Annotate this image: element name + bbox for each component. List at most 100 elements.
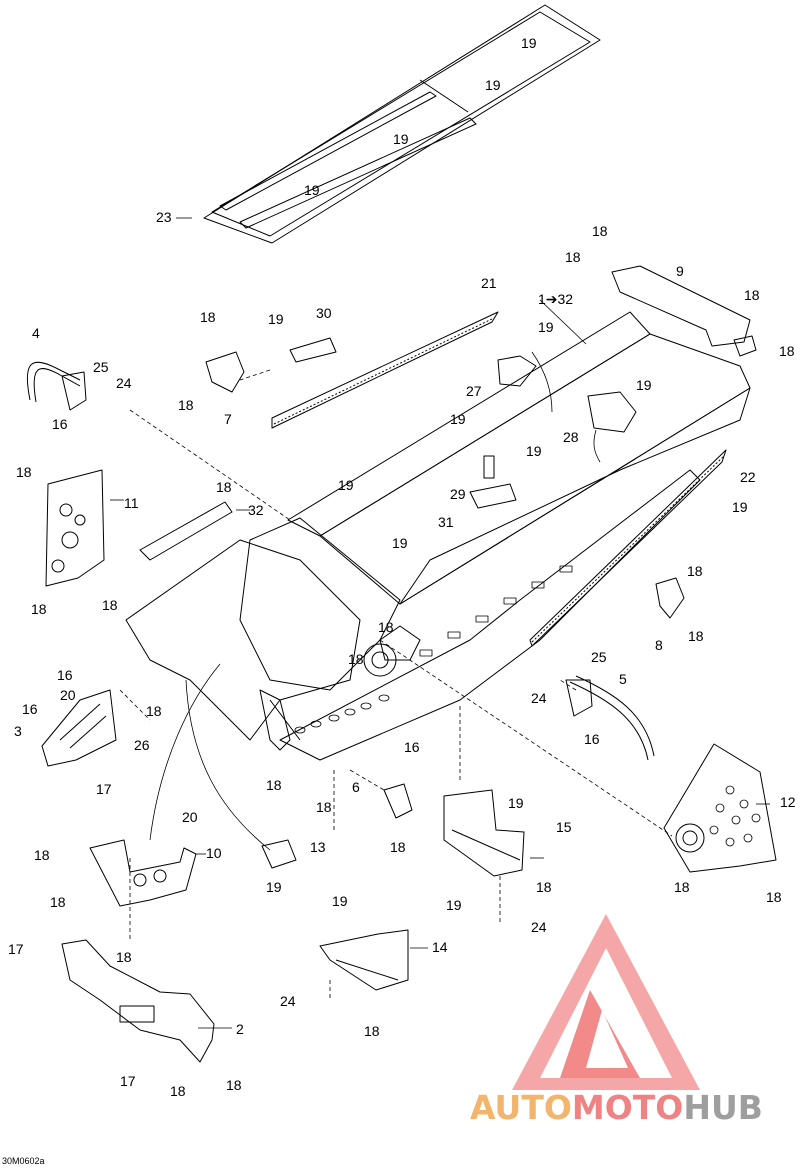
label-1-32: 1➔32 — [538, 291, 574, 307]
label-18: 18 — [266, 777, 282, 793]
part-14-bracket — [319, 929, 409, 991]
part-9-crossbar — [611, 265, 757, 357]
label-18: 18 — [200, 309, 216, 325]
label-19: 19 — [521, 35, 537, 51]
label-25: 25 — [591, 649, 607, 665]
part-15-bracket — [443, 789, 525, 877]
label-19: 19 — [268, 311, 284, 327]
label-18: 18 — [687, 563, 703, 579]
label-18: 18 — [390, 839, 406, 855]
label-19: 19 — [393, 131, 409, 147]
label-18: 18 — [744, 287, 760, 303]
label-18: 18 — [536, 879, 552, 895]
label-19: 19 — [636, 377, 652, 393]
label-29: 29 — [450, 486, 466, 502]
label-19: 19 — [732, 499, 748, 515]
watermark-logo-icon — [512, 914, 700, 1090]
label-15: 15 — [556, 819, 572, 835]
label-18: 18 — [50, 894, 66, 910]
label-18: 18 — [170, 1083, 186, 1099]
label-19: 19 — [392, 535, 408, 551]
label-16: 16 — [22, 701, 38, 717]
label-19: 19 — [338, 477, 354, 493]
label-18: 18 — [378, 619, 394, 635]
label-18: 18 — [16, 464, 32, 480]
label-19: 19 — [332, 893, 348, 909]
part-12-plate — [663, 743, 777, 873]
label-11: 11 — [124, 495, 139, 511]
watermark-text: AUTOMOTOHUB — [470, 1088, 763, 1127]
label-20: 20 — [182, 809, 198, 825]
label-12: 12 — [780, 794, 796, 810]
label-18: 18 — [592, 223, 608, 239]
label-18: 18 — [688, 628, 704, 644]
part-10-bracket — [89, 839, 197, 907]
label-19: 19 — [266, 879, 282, 895]
label-18: 18 — [565, 249, 581, 265]
label-18: 18 — [348, 651, 364, 667]
label-10: 10 — [206, 845, 222, 861]
label-27: 27 — [466, 383, 482, 399]
label-32: 32 — [248, 502, 264, 518]
small-brackets — [205, 337, 637, 509]
part-23-cover-plate — [203, 4, 601, 244]
label-14: 14 — [432, 939, 448, 955]
label-18: 18 — [34, 847, 50, 863]
label-16: 16 — [584, 731, 600, 747]
label-24: 24 — [531, 690, 547, 706]
label-20: 20 — [60, 687, 76, 703]
label-26: 26 — [134, 737, 150, 753]
label-18: 18 — [364, 1023, 380, 1039]
label-18: 18 — [102, 597, 118, 613]
label-24: 24 — [280, 993, 296, 1009]
label-19: 19 — [485, 77, 501, 93]
label-2: 2 — [236, 1021, 244, 1037]
label-8: 8 — [655, 637, 663, 653]
label-18: 18 — [226, 1077, 242, 1093]
label-18: 18 — [779, 343, 795, 359]
label-19: 19 — [508, 795, 524, 811]
label-13: 13 — [310, 839, 326, 855]
label-19: 19 — [538, 319, 554, 335]
label-18: 18 — [31, 601, 47, 617]
label-24: 24 — [531, 919, 547, 935]
label-18: 18 — [674, 879, 690, 895]
label-16: 16 — [404, 739, 420, 755]
part-4-handle — [26, 361, 87, 411]
drawing-code: 30M0602a — [2, 1156, 45, 1166]
label-18: 18 — [316, 799, 332, 815]
label-3: 3 — [14, 723, 22, 739]
label-9: 9 — [676, 263, 684, 279]
label-18: 18 — [146, 703, 162, 719]
label-4: 4 — [32, 325, 40, 341]
label-22: 22 — [740, 469, 756, 485]
label-19: 19 — [304, 182, 320, 198]
label-28: 28 — [563, 429, 579, 445]
label-17: 17 — [120, 1073, 136, 1089]
label-16: 16 — [52, 416, 68, 432]
part-5-handle — [565, 675, 655, 761]
label-21: 21 — [481, 275, 497, 291]
label-23: 23 — [156, 209, 172, 225]
label-7: 7 — [224, 411, 232, 427]
part-3-footrest — [41, 689, 117, 767]
part-32-bar — [139, 501, 233, 561]
label-6: 6 — [352, 779, 360, 795]
part-11-bracket — [45, 469, 105, 587]
part-8-bracket — [655, 577, 685, 619]
label-18: 18 — [216, 479, 232, 495]
part-21-rail — [271, 311, 499, 429]
label-18: 18 — [116, 949, 132, 965]
label-17: 17 — [8, 941, 24, 957]
label-19: 19 — [446, 897, 462, 913]
label-17: 17 — [96, 781, 112, 797]
part-1-frame-tunnel — [125, 311, 751, 761]
label-30: 30 — [316, 305, 332, 321]
part-22-rail — [529, 449, 727, 647]
label-19: 19 — [450, 411, 466, 427]
label-19: 19 — [526, 443, 542, 459]
label-25: 25 — [93, 359, 109, 375]
label-5: 5 — [619, 671, 627, 687]
